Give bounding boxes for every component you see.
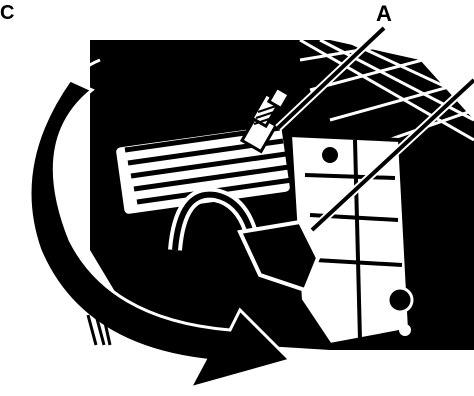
callout-label-a: A xyxy=(376,3,392,25)
callout-label-top-left: C xyxy=(0,3,14,23)
